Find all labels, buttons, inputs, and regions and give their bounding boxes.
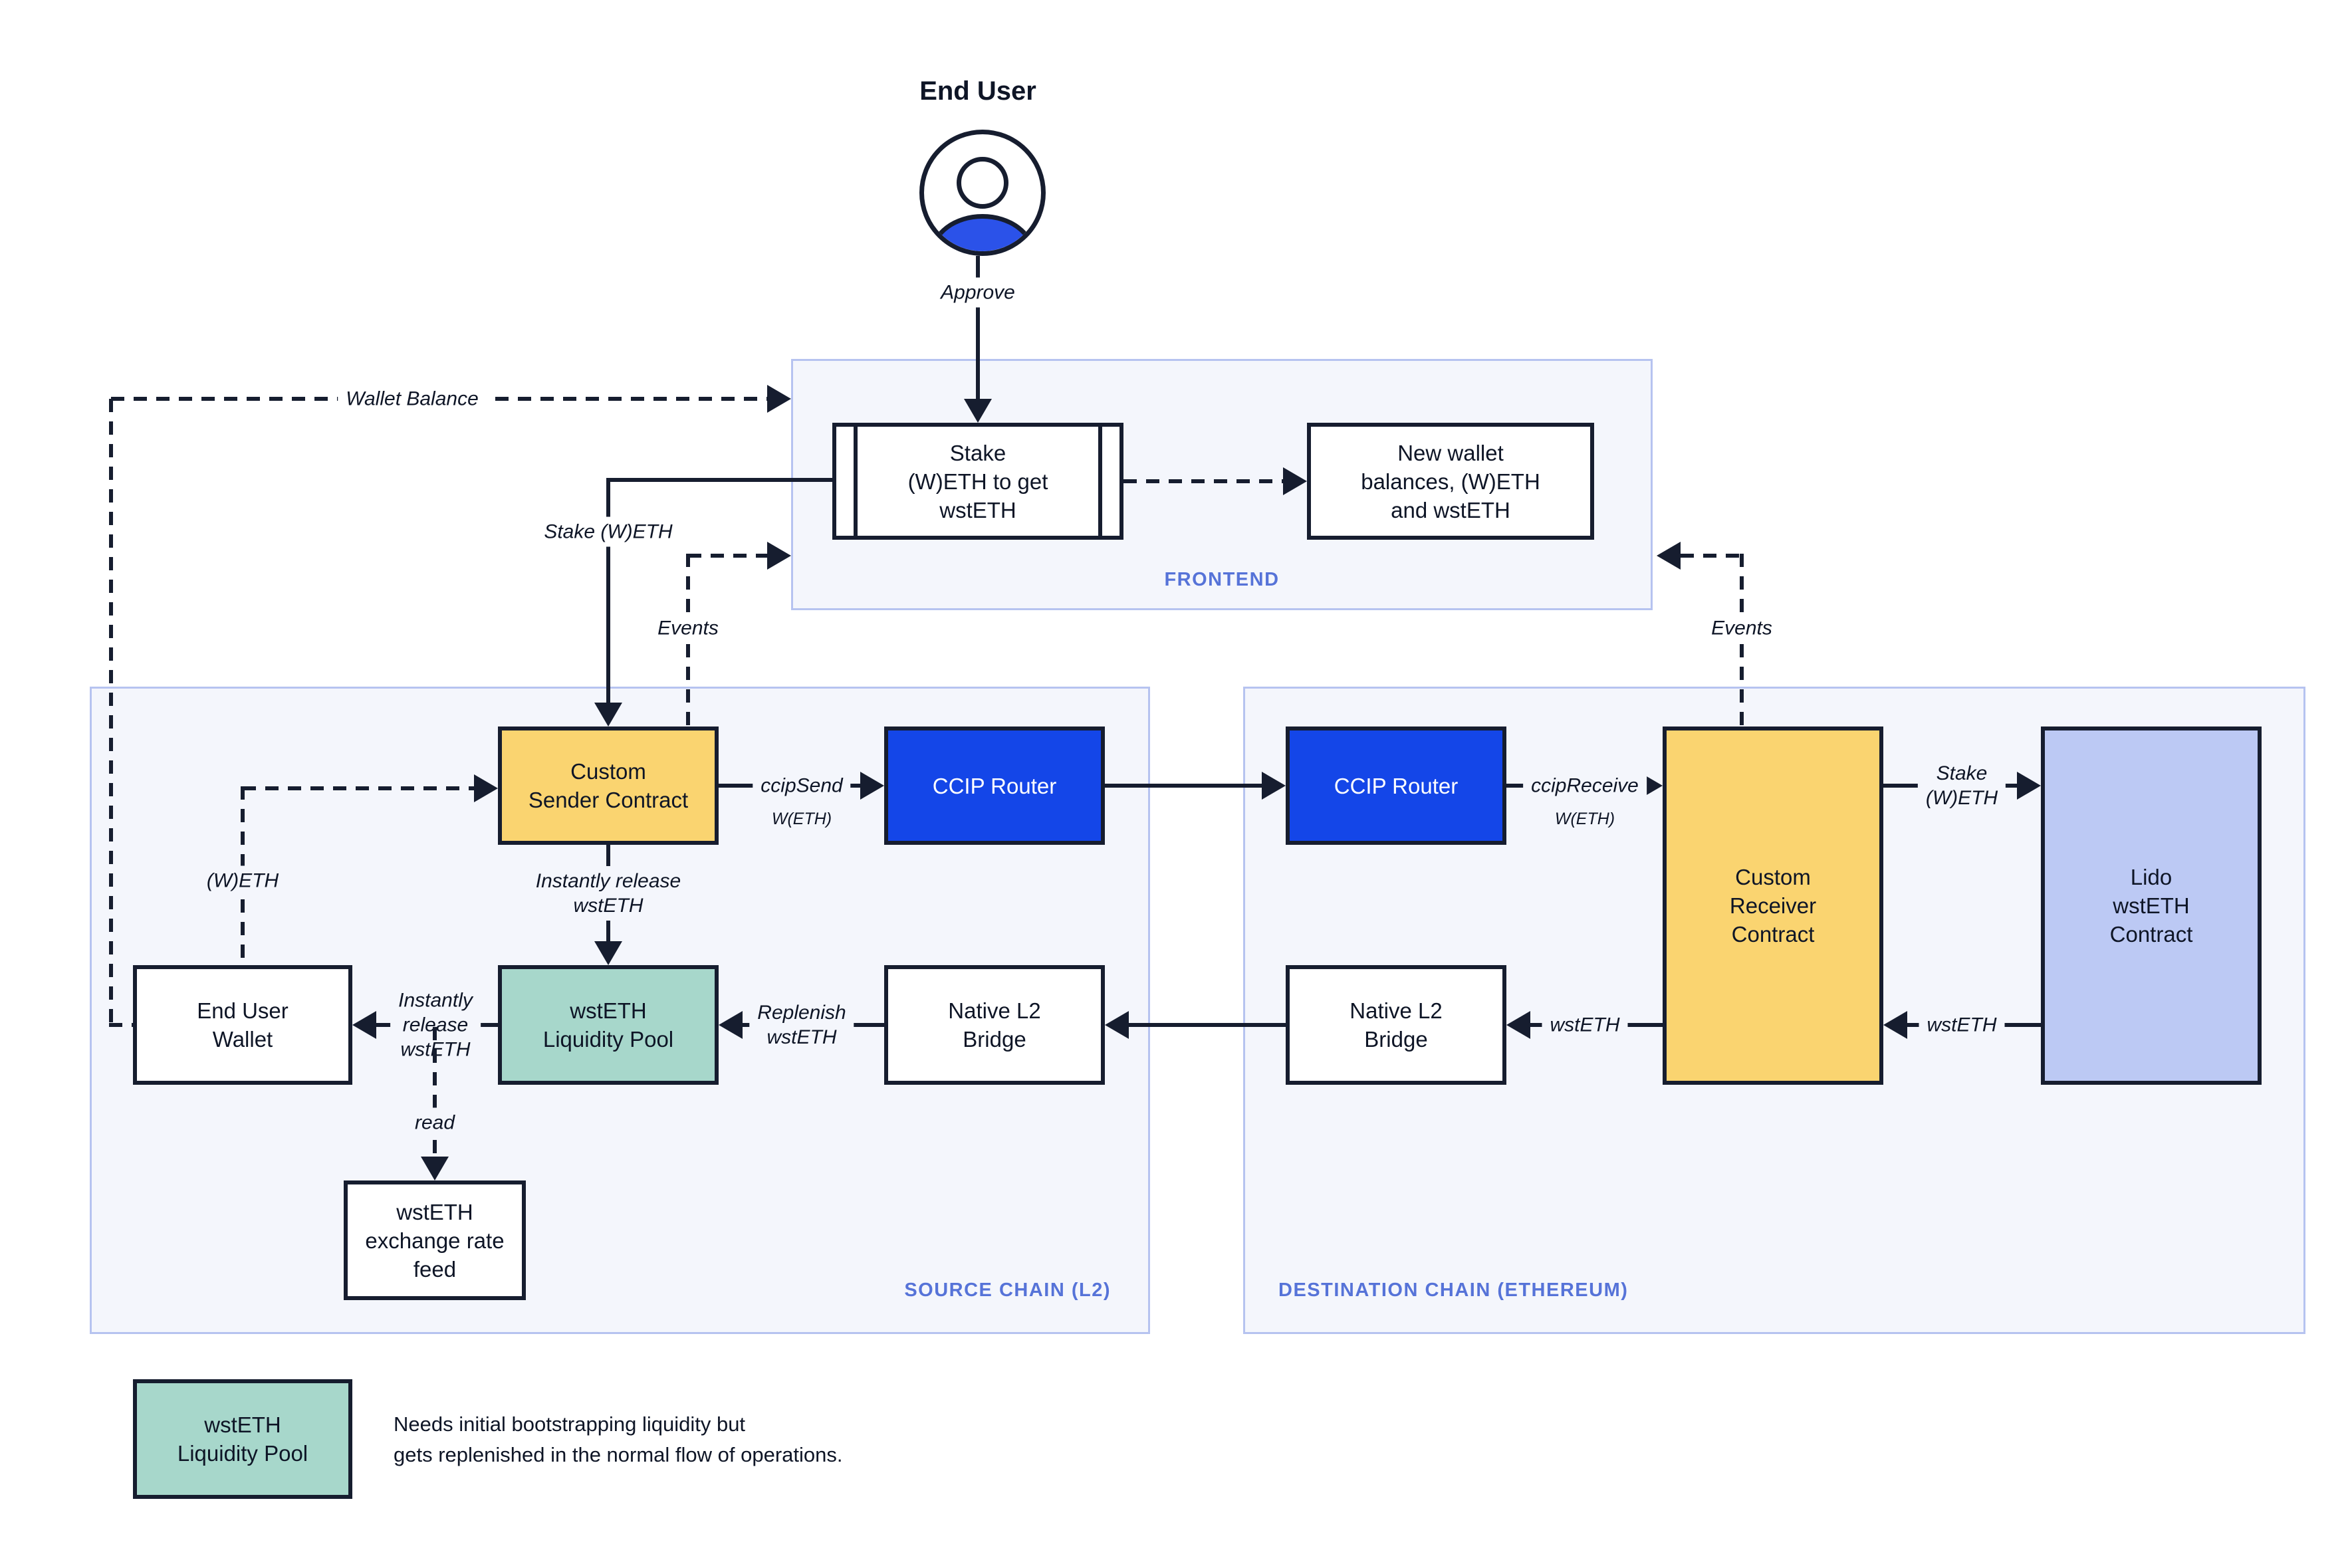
node-native-bridge-left: Native L2 Bridge [884, 965, 1105, 1085]
approve-line [976, 256, 980, 401]
stake-weth-hline [606, 478, 832, 482]
ccip-send-label: ccipSend [753, 770, 851, 801]
user-shoulders-shape [930, 214, 1035, 251]
events-right-arrowhead [1657, 542, 1681, 570]
node-custom-receiver-label: Custom Receiver Contract [1729, 865, 1817, 947]
node-ccip-router-left-label: CCIP Router [932, 773, 1057, 798]
node-native-bridge-right: Native L2 Bridge [1286, 965, 1506, 1085]
read-label: read [406, 1107, 463, 1138]
bridge-transfer-line [1129, 1023, 1286, 1027]
node-native-bridge-left-label: Native L2 Bridge [948, 998, 1041, 1052]
node-lido-contract: Lido wstETH Contract [2041, 727, 2262, 1085]
node-custom-sender: Custom Sender Contract [498, 727, 719, 845]
stake-to-balances-arrowhead [1283, 467, 1307, 495]
node-stake-action-label: Stake (W)ETH to get wstETH [907, 440, 1048, 522]
end-user-icon [919, 130, 1046, 256]
wallet-balance-arrowhead [767, 385, 791, 413]
legend-note: Needs initial bootstrapping liquidity bu… [394, 1412, 843, 1466]
wsteth-from-lido-arrowhead [1883, 1011, 1907, 1039]
node-custom-receiver: Custom Receiver Contract [1663, 727, 1883, 1085]
node-ccip-router-right: CCIP Router [1286, 727, 1506, 845]
stake-weth-right-label: Stake (W)ETH [1917, 758, 2006, 813]
weth-hline [243, 786, 474, 790]
node-exchange-rate-feed: wstETH exchange rate feed [344, 1180, 526, 1300]
ccip-send-arrowhead [860, 772, 884, 800]
stake-to-balances-line [1123, 479, 1283, 483]
events-left-arrowhead [767, 542, 791, 570]
wsteth-to-bridge-arrowhead [1506, 1011, 1530, 1039]
events-left-hline [688, 554, 767, 558]
node-new-wallet-balances-label: New wallet balances, (W)ETH and wstETH [1361, 440, 1540, 522]
node-exchange-rate-feed-label: wstETH exchange rate feed [365, 1199, 505, 1282]
wallet-balance-stub [109, 1023, 133, 1027]
read-line [433, 1027, 437, 1157]
node-new-wallet-balances: New wallet balances, (W)ETH and wstETH [1307, 423, 1594, 540]
ccip-send-asset-label: W(ETH) [763, 806, 840, 832]
node-end-user-wallet: End User Wallet [133, 965, 352, 1085]
stake-weth-label: Stake (W)ETH [536, 516, 681, 547]
instant-release-down-arrowhead [594, 941, 622, 965]
replenish-label: Replenish wstETH [749, 998, 854, 1052]
user-head-shape [957, 157, 1008, 209]
end-user-title: End User [919, 76, 1036, 106]
router-to-router-line [1105, 784, 1262, 788]
destination-chain-label: DESTINATION CHAIN (ETHEREUM) [1278, 1280, 1629, 1301]
approve-label: Approve [933, 277, 1023, 308]
instant-release-arrowhead [352, 1011, 376, 1039]
replenish-arrowhead [719, 1011, 743, 1039]
node-stake-action: Stake (W)ETH to get wstETH [832, 423, 1123, 540]
events-left-label: Events [649, 613, 727, 643]
node-end-user-wallet-label: End User Wallet [197, 998, 289, 1052]
wsteth-from-lido-label: wstETH [1919, 1010, 2005, 1040]
stake-weth-right-arrowhead [2017, 772, 2041, 800]
ccip-receive-label: ccipReceive [1523, 770, 1647, 801]
approve-arrowhead [964, 399, 992, 423]
node-custom-sender-label: Custom Sender Contract [528, 759, 689, 812]
weth-label: (W)ETH [198, 865, 287, 896]
weth-arrowhead [474, 774, 498, 802]
frontend-label: FRONTEND [1164, 569, 1280, 590]
node-lido-contract-label: Lido wstETH Contract [2109, 865, 2193, 947]
instant-release-down-label: Instantly release wstETH [527, 866, 689, 921]
wallet-balance-vline [109, 399, 113, 1023]
node-ccip-router-left: CCIP Router [884, 727, 1105, 845]
router-to-router-arrowhead [1262, 772, 1286, 800]
node-ccip-router-right-label: CCIP Router [1334, 773, 1459, 798]
wallet-balance-label: Wallet Balance [338, 384, 487, 414]
events-right-hline [1681, 554, 1742, 558]
source-chain-label: SOURCE CHAIN (L2) [904, 1280, 1111, 1301]
stake-weth-vline [606, 478, 610, 703]
node-liquidity-pool-label: wstETH Liquidity Pool [542, 998, 674, 1052]
bridge-transfer-arrowhead [1105, 1011, 1129, 1039]
ccip-receive-asset-label: W(ETH) [1546, 806, 1623, 832]
events-right-label: Events [1703, 613, 1780, 643]
node-liquidity-pool: wstETH Liquidity Pool [498, 965, 719, 1085]
node-native-bridge-right-label: Native L2 Bridge [1350, 998, 1443, 1052]
legend-swatch: wstETH Liquidity Pool [133, 1379, 352, 1499]
wsteth-to-bridge-label: wstETH [1542, 1010, 1628, 1040]
read-arrowhead [421, 1157, 449, 1180]
legend-swatch-label: wstETH Liquidity Pool [177, 1412, 308, 1466]
stake-weth-arrowhead [594, 703, 622, 727]
